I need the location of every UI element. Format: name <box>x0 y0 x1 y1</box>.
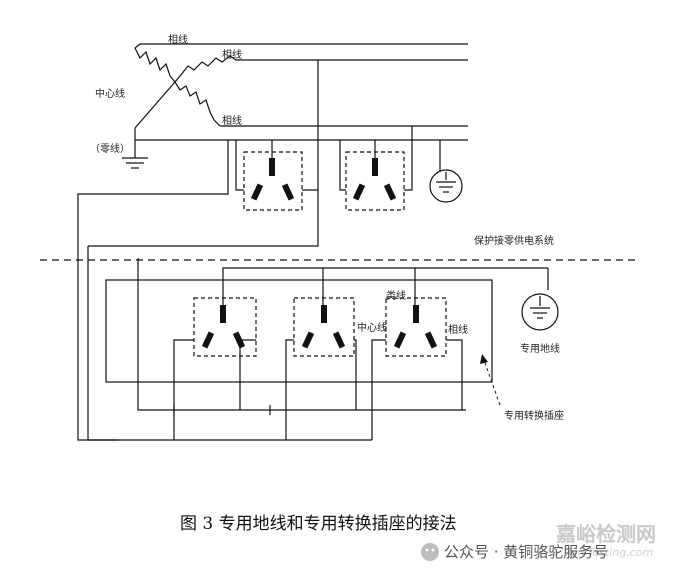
lower-socket-2 <box>293 297 355 357</box>
label-neutral-zero: （零线） <box>90 142 130 155</box>
label-system-title: 保护接零供电系统 <box>474 234 554 247</box>
figure-caption: 图 3 专用地线和专用转换插座的接法 <box>180 514 457 534</box>
label-neutral-lower: 中心线 <box>357 321 387 334</box>
lower-socket-3 <box>385 297 447 357</box>
label-ground-lower: 类线 <box>386 289 406 302</box>
footer-source: 公众号 · 黄铜骆驼服务号 <box>444 543 608 561</box>
watermark-site-url: AnyTesting.com <box>565 546 653 559</box>
upper-ground-symbol <box>429 169 463 203</box>
wechat-icon <box>421 543 439 561</box>
socket-callout-arrow <box>480 354 501 406</box>
source-ground-symbol <box>122 157 148 169</box>
label-phase-b: 相线 <box>222 48 242 61</box>
upper-socket-1 <box>243 151 303 211</box>
label-dedicated-ground: 专用地线 <box>520 342 560 355</box>
watermark-site-name: 嘉峪检测网 <box>555 522 656 546</box>
upper-socket-2 <box>345 151 405 211</box>
label-neutral-center: 中心线 <box>95 87 125 100</box>
lower-socket-1 <box>193 297 257 357</box>
label-dedicated-socket: 专用转换插座 <box>504 409 564 422</box>
dedicated-ground-symbol <box>521 293 559 331</box>
dedicated-socket-enclosure <box>105 279 493 383</box>
label-phase-lower: 相线 <box>448 323 468 336</box>
star-source <box>134 43 468 158</box>
label-phase-a: 相线 <box>168 33 188 46</box>
label-phase-c: 相线 <box>222 114 242 127</box>
